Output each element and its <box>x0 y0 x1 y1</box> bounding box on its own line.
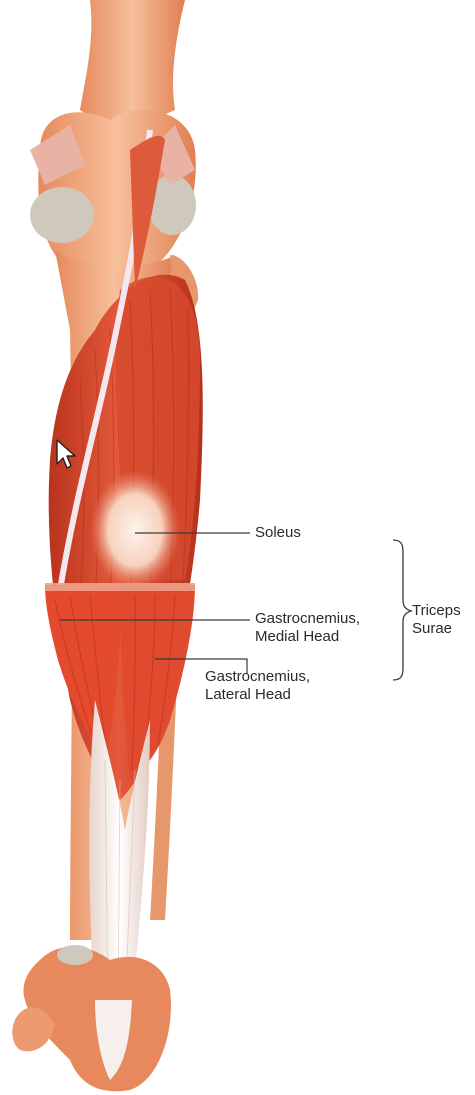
label-lateral-line2: Lateral Head <box>205 686 310 704</box>
label-triceps-surae: Triceps Surae <box>412 602 461 638</box>
label-triceps-line1: Triceps <box>412 602 461 620</box>
meniscus-left <box>30 187 94 243</box>
label-lateral-line1: Gastrocnemius, <box>205 668 310 686</box>
triceps-surae-brace <box>393 540 411 680</box>
gastroc-lateral-head <box>120 585 195 780</box>
aponeurosis <box>90 470 180 590</box>
label-gastrocnemius-medial-head: Gastrocnemius, Medial Head <box>255 610 360 646</box>
label-gastrocnemius-lateral-head: Gastrocnemius, Lateral Head <box>205 668 310 704</box>
label-soleus-text: Soleus <box>255 524 301 542</box>
label-medial-line1: Gastrocnemius, <box>255 610 360 628</box>
ankle-cartilage <box>57 945 93 965</box>
femur-bone <box>80 0 185 125</box>
label-soleus: Soleus <box>255 524 301 542</box>
label-medial-line2: Medial Head <box>255 628 360 646</box>
cursor-arrow-icon <box>55 438 77 470</box>
label-triceps-line2: Surae <box>412 620 461 638</box>
